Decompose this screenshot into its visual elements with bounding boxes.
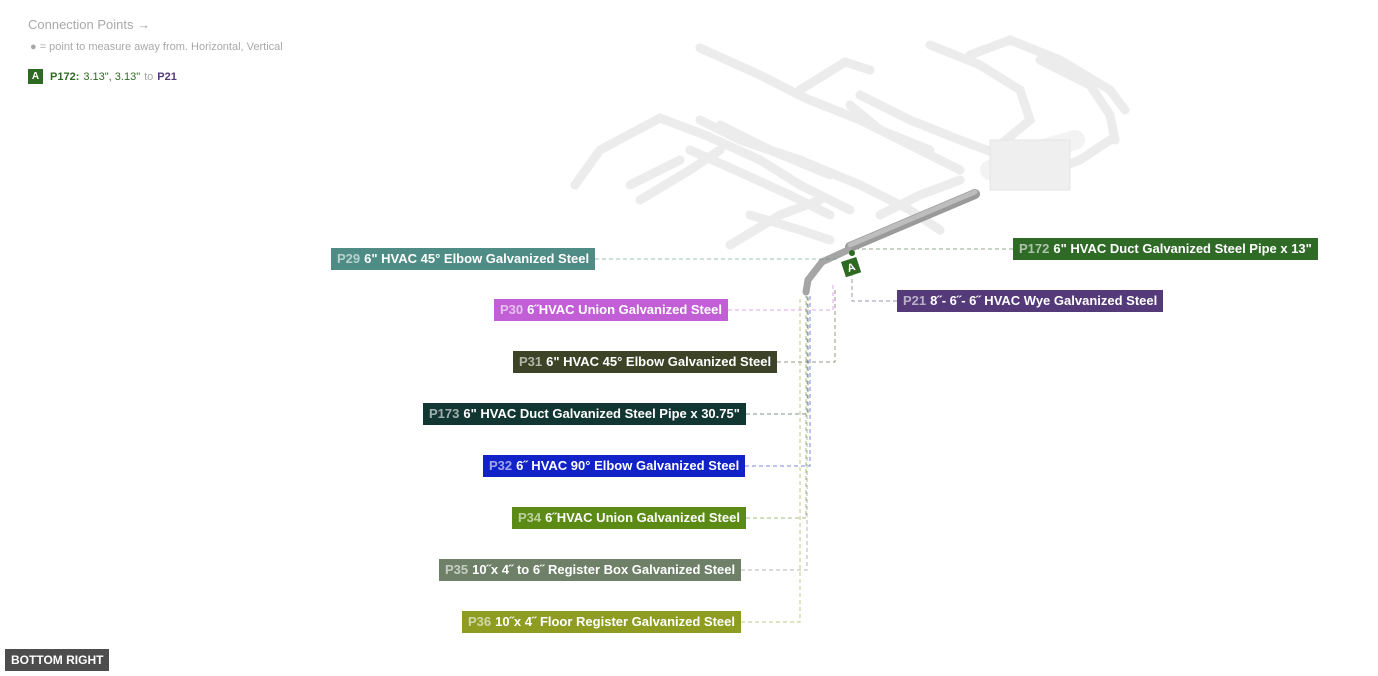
background-duct-network — [570, 35, 1130, 250]
part-id: P21 — [903, 293, 927, 308]
part-name: 6˝ HVAC 90° Elbow Galvanized Steel — [516, 458, 740, 473]
part-name: 6˝HVAC Union Galvanized Steel — [527, 302, 722, 317]
leader-line-p31 — [777, 290, 836, 363]
connection-marker-a[interactable]: A — [841, 257, 862, 278]
leader-line-p32 — [745, 296, 811, 467]
part-id: P32 — [489, 458, 513, 473]
part-id: P30 — [500, 302, 524, 317]
highlighted-pipe — [802, 189, 980, 296]
part-name: 6" HVAC 45° Elbow Galvanized Steel — [364, 251, 590, 266]
leader-line-p173 — [746, 296, 809, 415]
part-name: 8˝- 6˝- 6˝ HVAC Wye Galvanized Steel — [930, 293, 1158, 308]
part-id: P36 — [468, 614, 492, 629]
leader-line-p35 — [741, 296, 808, 571]
leader-line-p36 — [741, 296, 801, 623]
connection-to: P21 — [157, 70, 177, 83]
part-id: P173 — [429, 406, 460, 421]
part-id: P172 — [1019, 241, 1050, 256]
connection-points-title: Connection Points → — [28, 17, 151, 32]
part-id: P35 — [445, 562, 469, 577]
part-name: 10˝x 4˝ to 6˝ Register Box Galvanized St… — [472, 562, 736, 577]
leader-lines — [595, 248, 1013, 623]
measure-point-dot — [849, 250, 855, 256]
connection-to-word: to — [144, 70, 154, 83]
part-name: 6" HVAC 45° Elbow Galvanized Steel — [546, 354, 772, 369]
part-id: P34 — [518, 510, 542, 525]
leader-line-p34 — [746, 296, 807, 519]
connection-points-legend: ● = point to measure away from. Horizont… — [30, 41, 283, 53]
connection-marker-letter: A — [846, 261, 857, 275]
connection-measure: 3.13", 3.13" — [83, 70, 141, 83]
part-name: 10˝x 4˝ Floor Register Galvanized Steel — [495, 614, 735, 629]
connection-entry[interactable]: A P172: 3.13", 3.13" to P21 — [28, 69, 177, 84]
part-id: P29 — [337, 251, 361, 266]
view-bottom-right-button[interactable]: BOTTOM RIGHT — [5, 649, 110, 671]
part-name: 6" HVAC Duct Galvanized Steel Pipe x 13" — [1053, 241, 1312, 256]
part-name: 6" HVAC Duct Galvanized Steel Pipe x 30.… — [463, 406, 740, 421]
leader-line-p29 — [595, 256, 839, 260]
part-id: P31 — [519, 354, 543, 369]
part-name: 6˝HVAC Union Galvanized Steel — [545, 510, 740, 525]
connection-badge: A — [28, 69, 43, 84]
leader-line-p30 — [728, 283, 834, 311]
connection-from: P172: — [50, 70, 80, 83]
